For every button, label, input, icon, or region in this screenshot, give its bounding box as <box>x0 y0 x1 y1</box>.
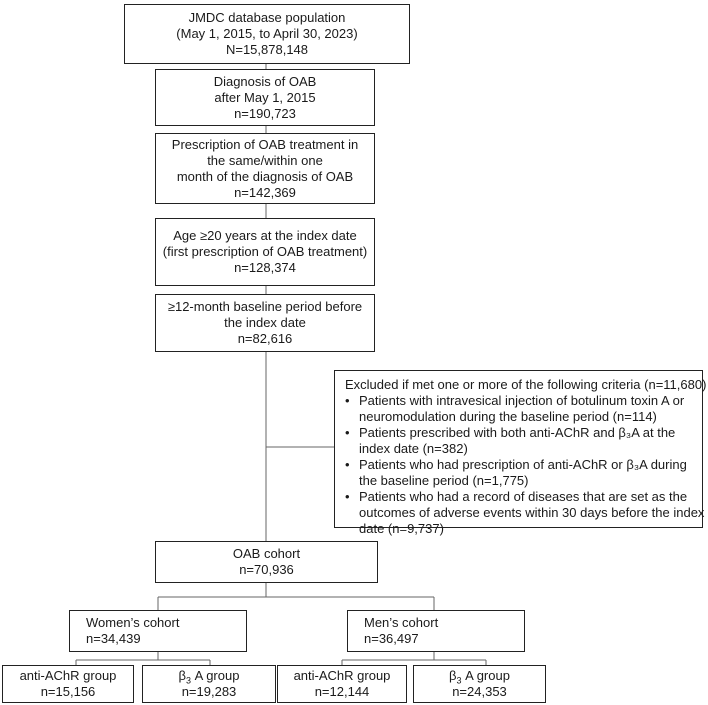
baseline-box: ≥12-month baseline period before the ind… <box>155 294 375 352</box>
age-line-3: n=128,374 <box>234 260 296 275</box>
women-b3a-group-box: β3 A group n=19,283 <box>142 665 276 703</box>
baseline-line-2: the index date <box>224 315 306 330</box>
exclusion-item: Patients who had prescription of anti-AC… <box>345 457 694 489</box>
men-b3a-label: β3 A group <box>449 668 510 686</box>
women-b3a-n: n=19,283 <box>181 684 237 699</box>
oab-cohort-line-1: OAB cohort <box>232 546 301 561</box>
exclusion-item-3-line-2: the baseline period (n=1,775) <box>359 473 529 488</box>
exclusion-item-2-line-2: index date (n=382) <box>359 441 468 456</box>
exclusion-header: Excluded if met one or more of the follo… <box>345 377 707 392</box>
baseline-line-3: n=82,616 <box>237 331 293 346</box>
age-line-2: (first prescription of OAB treatment) <box>162 244 368 259</box>
oab-diagnosis-line-1: Diagnosis of OAB <box>213 73 317 89</box>
exclusion-item-1-line-1: Patients with intravesical injection of … <box>359 393 685 408</box>
prescription-box: Prescription of OAB treatment in the sam… <box>155 133 375 204</box>
prescription-line-1: Prescription of OAB treatment in <box>171 136 359 152</box>
men-anti-achr-n: n=12,144 <box>314 684 370 699</box>
exclusion-criteria-box: Excluded if met one or more of the follo… <box>334 370 707 536</box>
exclusion-list: Patients with intravesical injection of … <box>345 393 705 537</box>
prescription-line-3: month of the diagnosis of OAB <box>176 168 354 184</box>
mens-cohort-box: Men’s cohort n=36,497 <box>347 610 525 652</box>
exclusion-item: Patients who had a record of diseases th… <box>345 489 705 537</box>
exclusion-item: Patients with intravesical injection of … <box>345 393 694 425</box>
exclusion-item-4-line-3: date (n=9,737) <box>359 521 444 536</box>
men-b3a-group-box: β3 A group n=24,353 <box>413 665 546 703</box>
oab-diagnosis-box: Diagnosis of OAB after May 1, 2015 n=190… <box>155 69 375 126</box>
exclusion-item-1-line-2: neuromodulation during the baseline peri… <box>359 409 657 424</box>
jmdc-population-box: JMDC database population (May 1, 2015, t… <box>124 4 410 64</box>
women-b3a-label: β3 A group <box>178 668 240 686</box>
exclusion-item-4-line-1: Patients who had a record of diseases th… <box>359 489 688 504</box>
baseline-line-1: ≥12-month baseline period before <box>167 299 363 314</box>
age-line-1: Age ≥20 years at the index date <box>173 228 357 243</box>
men-b3a-n: n=24,353 <box>452 684 507 699</box>
jmdc-line-2: (May 1, 2015, to April 30, 2023) <box>176 26 358 41</box>
oab-diagnosis-line-2: after May 1, 2015 <box>214 89 316 105</box>
exclusion-item-3-line-1: Patients who had prescription of anti-AC… <box>359 457 687 472</box>
womens-cohort-line-1: Women’s cohort <box>86 615 180 630</box>
oab-cohort-line-2: n=70,936 <box>239 562 294 577</box>
mens-cohort-line-2: n=36,497 <box>364 631 419 646</box>
oab-diagnosis-line-3: n=190,723 <box>234 105 296 121</box>
womens-cohort-box: Women’s cohort n=34,439 <box>69 610 247 652</box>
women-anti-achr-group-box: anti-AChR group n=15,156 <box>2 665 134 703</box>
men-anti-achr-label: anti-AChR group <box>293 668 391 683</box>
men-anti-achr-group-box: anti-AChR group n=12,144 <box>277 665 407 703</box>
women-anti-achr-label: anti-AChR group <box>19 668 117 683</box>
mens-cohort-line-1: Men’s cohort <box>364 615 439 630</box>
age-box: Age ≥20 years at the index date (first p… <box>155 218 375 286</box>
women-anti-achr-n: n=15,156 <box>40 684 96 699</box>
oab-cohort-box: OAB cohort n=70,936 <box>155 541 378 583</box>
exclusion-item-2-line-1: Patients prescribed with both anti-AChR … <box>359 425 676 440</box>
exclusion-item: Patients prescribed with both anti-AChR … <box>345 425 694 457</box>
exclusion-item-4-line-2: outcomes of adverse events within 30 day… <box>359 505 705 520</box>
jmdc-line-1: JMDC database population <box>188 10 346 25</box>
prescription-line-2: the same/within one <box>207 152 323 168</box>
jmdc-line-3: N=15,878,148 <box>225 42 309 57</box>
prescription-line-4: n=142,369 <box>234 184 296 200</box>
womens-cohort-line-2: n=34,439 <box>86 631 141 646</box>
